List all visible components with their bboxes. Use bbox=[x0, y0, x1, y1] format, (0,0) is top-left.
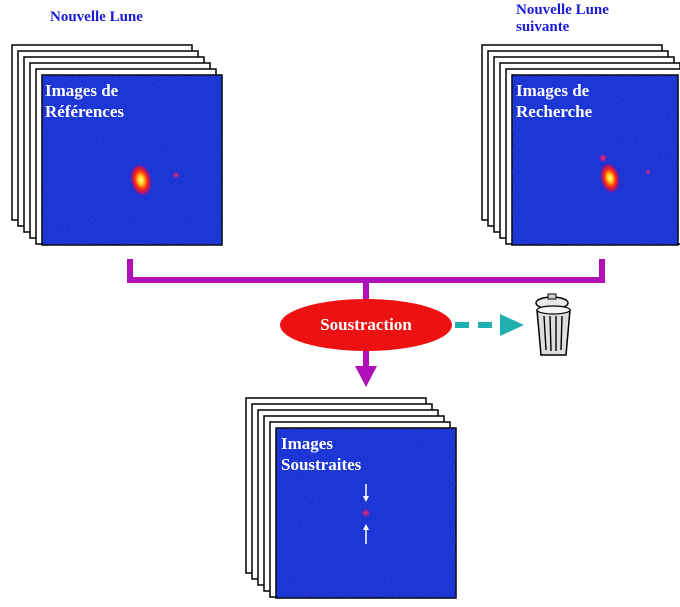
search-label-line2: Recherche bbox=[516, 102, 593, 121]
result-label: Images Soustraites bbox=[281, 433, 361, 475]
search-caption: Nouvelle Lune suivante bbox=[516, 2, 609, 36]
reference-label-line2: Références bbox=[45, 102, 124, 121]
search-image-stack bbox=[481, 44, 680, 246]
residual-source bbox=[361, 508, 371, 518]
discard-arrow bbox=[455, 314, 524, 336]
search-label-line1: Images de bbox=[516, 81, 590, 100]
source-pointer-arrows bbox=[363, 484, 369, 544]
reference-label: Images de Références bbox=[45, 80, 124, 122]
trash-can-icon bbox=[535, 293, 571, 356]
subtracted-image-stack bbox=[245, 397, 457, 599]
new-candidate-source bbox=[598, 153, 608, 163]
reference-caption: Nouvelle Lune bbox=[50, 9, 143, 25]
search-caption-line2: suivante bbox=[516, 19, 570, 35]
subtraction-label: Soustraction bbox=[320, 315, 412, 334]
reference-image-stack bbox=[11, 44, 223, 246]
search-caption-line1: Nouvelle Lune bbox=[516, 2, 609, 18]
reference-galaxy bbox=[129, 163, 153, 197]
search-label: Images de Recherche bbox=[516, 80, 592, 122]
result-label-line1: Images bbox=[281, 434, 333, 453]
subtraction-oval bbox=[280, 299, 452, 351]
merge-connector bbox=[127, 259, 605, 366]
down-arrow-icon bbox=[355, 366, 377, 387]
reference-label-line1: Images de bbox=[45, 81, 119, 100]
search-galaxy bbox=[599, 162, 621, 194]
result-label-line2: Soustraites bbox=[281, 455, 362, 474]
